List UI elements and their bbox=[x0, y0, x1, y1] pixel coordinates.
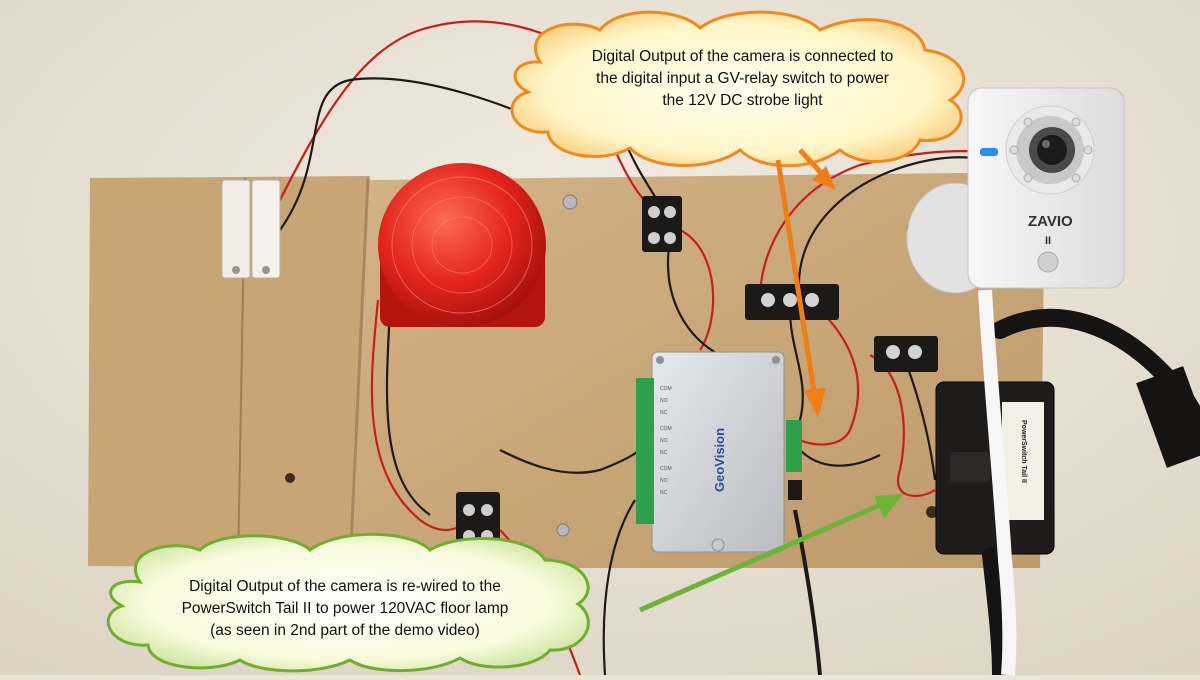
strobe-light bbox=[378, 163, 546, 327]
svg-text:COM: COM bbox=[660, 386, 672, 392]
top-callout-cloud bbox=[510, 10, 966, 168]
svg-text:NO: NO bbox=[660, 478, 668, 484]
gv-relay-box: COM NO NC COM NO NC COM NO NC bbox=[636, 351, 802, 553]
terminal-block-right bbox=[874, 336, 938, 372]
bottom-callout-line-3: (as seen in 2nd part of the demo video) bbox=[210, 622, 480, 639]
top-callout-line-1: Digital Output of the camera is connecte… bbox=[591, 48, 894, 65]
top-callout-line-3: the 12V DC strobe light bbox=[662, 92, 823, 109]
relay-brand-label: GeoVision bbox=[712, 428, 727, 492]
svg-text:NO: NO bbox=[660, 438, 668, 444]
orange-arrow-short bbox=[798, 148, 836, 190]
bottom-callout-line-2: PowerSwitch Tail II to power 120VAC floo… bbox=[181, 600, 509, 617]
svg-text:NO: NO bbox=[660, 398, 668, 404]
svg-text:NC: NC bbox=[660, 410, 668, 416]
green-arrow bbox=[638, 494, 904, 613]
power-cord bbox=[982, 308, 1200, 680]
terminal-block-top bbox=[642, 196, 682, 252]
camera-cable bbox=[978, 289, 1017, 676]
top-callout-text: Digital Output of the camera is connecte… bbox=[520, 46, 965, 112]
top-callout-line-2: the digital input a GV-relay switch to p… bbox=[596, 70, 889, 87]
svg-text:COM: COM bbox=[660, 466, 672, 472]
door-contact-sensor bbox=[221, 179, 281, 279]
bottom-callout-text: Digital Output of the camera is re-wired… bbox=[115, 576, 575, 642]
bottom-callout-cloud bbox=[106, 532, 590, 673]
ip-camera bbox=[906, 87, 1125, 294]
camera-brand-label: ZAVIO bbox=[1028, 213, 1073, 230]
orange-arrow-long bbox=[775, 159, 826, 418]
camera-model-label: II bbox=[1045, 235, 1051, 247]
svg-text:COM: COM bbox=[660, 426, 672, 432]
terminal-block-middle bbox=[745, 284, 839, 320]
svg-text:NC: NC bbox=[660, 450, 668, 456]
power-switch-label: PowerSwitch Tail II bbox=[1020, 420, 1027, 483]
svg-text:NC: NC bbox=[660, 490, 668, 496]
bottom-callout-line-1: Digital Output of the camera is re-wired… bbox=[189, 578, 501, 595]
